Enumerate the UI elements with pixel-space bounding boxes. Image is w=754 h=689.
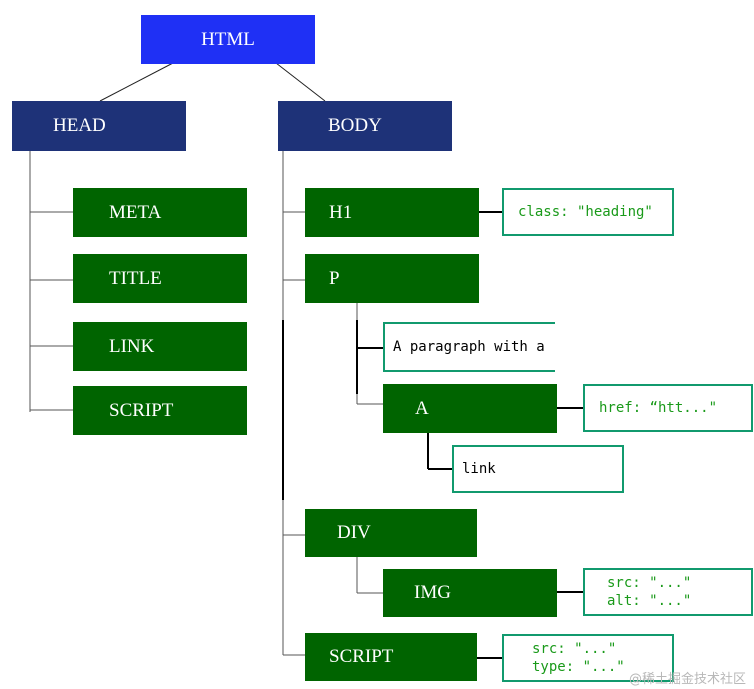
a-text-node: link	[452, 445, 624, 493]
h1-node-label: H1	[329, 201, 353, 223]
a-node-label: A	[415, 397, 429, 419]
h1-node: H1	[305, 188, 479, 237]
html-node: HTML	[141, 15, 315, 64]
a-href-attribute: href: “htt..."	[583, 384, 753, 432]
a-text-content: link	[462, 461, 496, 477]
a-node: A	[383, 384, 557, 433]
title-node: TITLE	[73, 254, 247, 303]
head-node: HEAD	[12, 101, 186, 151]
script-type-text: type: "..."	[532, 659, 625, 675]
body-node: BODY	[278, 101, 452, 151]
h1-class-attribute: class: "heading"	[502, 188, 674, 236]
script-attributes: src: "..." type: "..."	[502, 634, 674, 682]
p-text-node: A paragraph with a	[383, 322, 555, 372]
head-node-label: HEAD	[53, 115, 106, 136]
p-node: P	[305, 254, 479, 303]
div-node-label: DIV	[337, 522, 371, 543]
link-node: LINK	[73, 322, 247, 371]
link-node-label: LINK	[109, 335, 155, 357]
meta-node: META	[73, 188, 247, 237]
watermark: @稀土掘金技术社区	[628, 672, 746, 687]
img-src-text: src: "..."	[607, 575, 692, 591]
img-attributes: src: "..." alt: "..."	[583, 568, 753, 616]
head-script-node-label: SCRIPT	[109, 399, 174, 421]
p-node-label: P	[329, 267, 340, 289]
script-src-text: src: "..."	[532, 641, 617, 657]
html-to-head-line	[99, 62, 174, 102]
html-node-label: HTML	[201, 28, 255, 50]
h1-class-text: class: "heading"	[518, 204, 653, 220]
img-alt-text: alt: "..."	[607, 593, 692, 609]
head-script-node: SCRIPT	[73, 386, 247, 435]
meta-node-label: META	[109, 201, 162, 223]
body-script-node: SCRIPT	[305, 633, 477, 681]
img-node-label: IMG	[414, 582, 451, 603]
a-href-text: href: “htt..."	[599, 400, 718, 416]
title-node-label: TITLE	[109, 267, 162, 289]
body-node-label: BODY	[328, 115, 382, 136]
html-to-body-line	[275, 62, 326, 102]
div-node: DIV	[305, 509, 477, 557]
p-text-content: A paragraph with a	[393, 339, 545, 355]
img-node: IMG	[383, 569, 557, 617]
body-script-node-label: SCRIPT	[329, 646, 394, 667]
